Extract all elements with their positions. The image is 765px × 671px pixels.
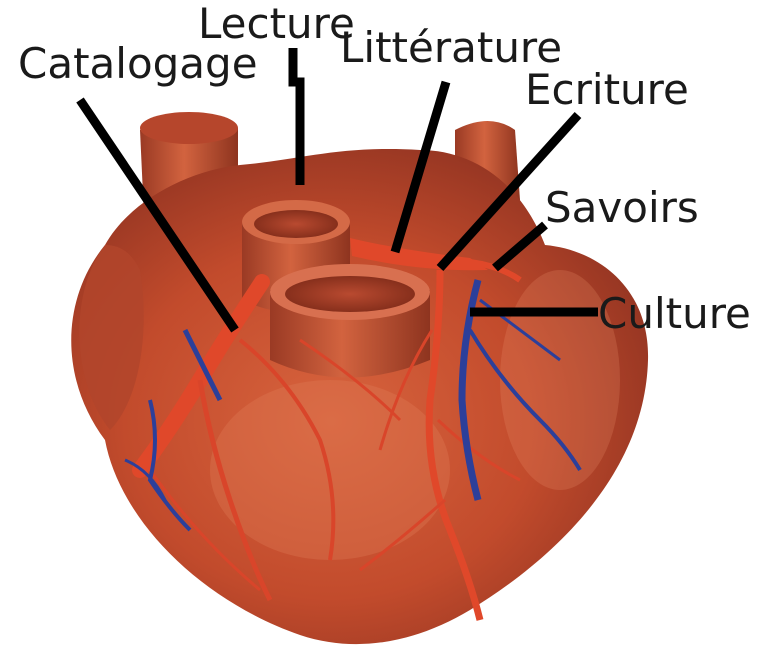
aorta-upper-opening [254, 210, 338, 238]
label-culture: Culture [598, 289, 751, 338]
label-savoirs: Savoirs [545, 183, 699, 232]
label-catalogage: Catalogage [18, 39, 258, 88]
vena-cava-opening [140, 112, 238, 144]
pulmonary-trunk-opening [285, 276, 415, 312]
label-ecriture: Ecriture [525, 65, 689, 114]
